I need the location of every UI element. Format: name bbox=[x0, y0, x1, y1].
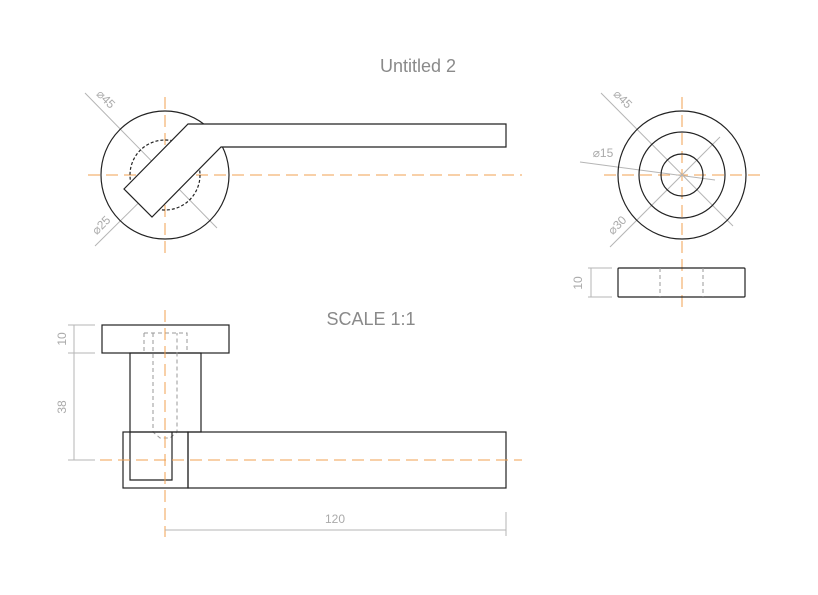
scale-label: SCALE 1:1 bbox=[326, 309, 415, 329]
rose-inner-circle bbox=[660, 153, 704, 197]
dim-lever-length: 120 bbox=[325, 512, 345, 526]
drawing-title: Untitled 2 bbox=[380, 56, 456, 76]
rose-outer-circle bbox=[100, 110, 230, 240]
dim-rose-thickness: 10 bbox=[571, 276, 585, 290]
rose-mid-circle bbox=[638, 131, 726, 219]
rose-view: ⌀45 ⌀15 ⌀30 10 bbox=[571, 87, 760, 312]
dim-plate-thickness: 10 bbox=[55, 332, 69, 346]
dim-rose-dia15: ⌀15 bbox=[593, 146, 614, 160]
lever-outline bbox=[123, 123, 507, 218]
dimension-line-dia45 bbox=[84, 92, 218, 229]
rose-outer-circle bbox=[617, 110, 747, 240]
front-view: ⌀45 ⌀25 bbox=[84, 87, 522, 253]
dim-front-dia45: ⌀45 bbox=[94, 87, 119, 112]
side-view: 10 38 120 bbox=[55, 310, 522, 537]
slot bbox=[129, 432, 173, 481]
dim-rose-dia45: ⌀45 bbox=[611, 87, 636, 112]
rose-inner-circle bbox=[129, 139, 201, 211]
dim-front-dia25: ⌀25 bbox=[89, 213, 114, 238]
dim-side-height: 38 bbox=[55, 400, 69, 414]
rose-side-rect bbox=[617, 267, 746, 298]
dim-rose-dia30: ⌀30 bbox=[605, 213, 630, 238]
